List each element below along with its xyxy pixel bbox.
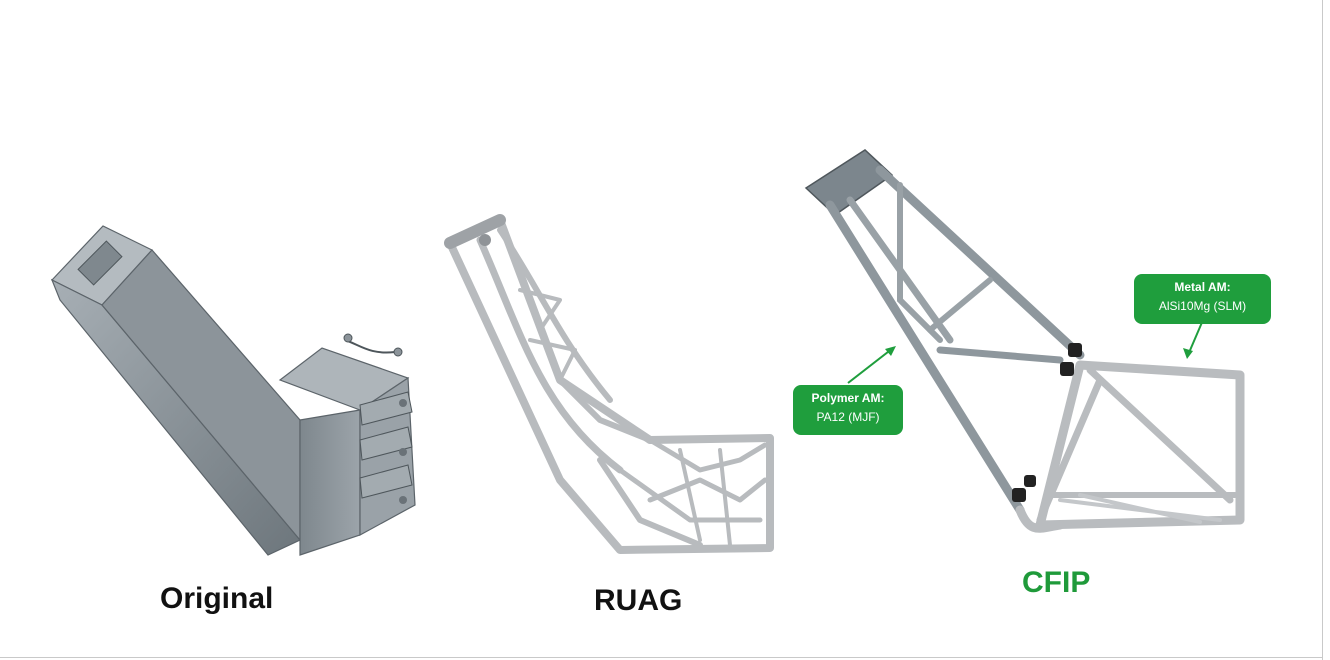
metal-am-detail: AlSi10Mg (SLM) — [1158, 299, 1247, 313]
metal-am-callout: Metal AM: AlSi10Mg (SLM) — [1134, 274, 1271, 324]
polymer-am-callout: Polymer AM: PA12 (MJF) — [793, 385, 903, 435]
metal-am-title: Metal AM: — [1174, 280, 1231, 294]
frame-edge-right — [1322, 0, 1323, 660]
caption-original: Original — [160, 582, 274, 615]
caption-ruag: RUAG — [594, 584, 683, 617]
polymer-am-detail: PA12 (MJF) — [816, 410, 880, 424]
polymer-am-title: Polymer AM: — [811, 391, 885, 405]
caption-cfip: CFIP — [1022, 566, 1091, 599]
frame-edge-bottom — [0, 657, 1323, 658]
